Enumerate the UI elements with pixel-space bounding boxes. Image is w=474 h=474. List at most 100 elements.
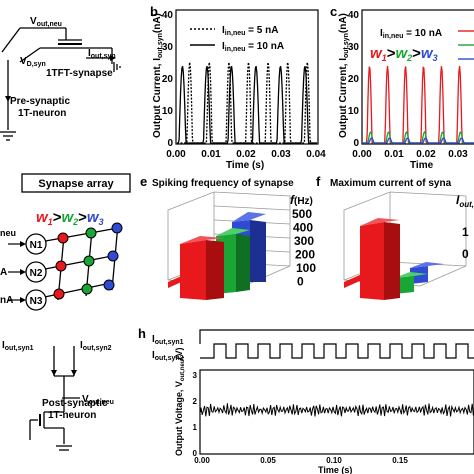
b-legend: Iin,neu = 5 nA Iin,neu = 10 nA	[190, 25, 284, 53]
n3-arrow-icon	[20, 297, 26, 303]
d-input-arrows	[8, 244, 22, 300]
synapse-node	[54, 289, 64, 299]
h-y-tick-label: 2	[193, 397, 198, 406]
b-x-tick-label: 0.02	[236, 149, 256, 160]
c-traces	[363, 66, 474, 143]
h-pulse-syn2	[200, 344, 474, 358]
synapse-node	[84, 256, 94, 266]
c-y-tick-label: 0	[353, 138, 359, 149]
e-tick-labels: 5004003002001000	[292, 207, 316, 289]
n1-arrow-icon	[20, 241, 26, 247]
a-pre-label-2: 1T-neuron	[18, 108, 66, 119]
h-x-tick-label: 0.10	[326, 456, 342, 465]
b-y-tick-label: 20	[162, 74, 174, 85]
a-vout-neu-label: Vout,neu	[30, 16, 62, 28]
e-tick-label: 500	[292, 207, 312, 221]
c-weight-order: w1>w2>w3	[370, 45, 438, 63]
e-tick-label: 300	[294, 234, 314, 248]
f-title: Maximum current of syna	[330, 178, 452, 189]
synapse-node	[56, 261, 66, 271]
g-post-label-1: Post-synaptic	[42, 398, 108, 409]
g-i-syn2-label: Iout,syn2	[80, 340, 112, 352]
syn2-arrow-icon	[71, 370, 77, 376]
panel-a-circuit	[0, 28, 120, 140]
h-ylabel: Output Voltage, Vout,neu(V)	[174, 347, 186, 456]
c-x-tick-label: 0.01	[384, 149, 404, 160]
f-tick-1: 1	[462, 225, 469, 239]
b-trace-5na	[177, 62, 317, 143]
c-y-tick-label: 40	[348, 10, 360, 21]
n2-arrow-icon	[20, 269, 26, 275]
neuron-n2-label: N2	[30, 268, 43, 279]
b-legend-item-1: Iin,neu = 5 nA	[222, 25, 278, 37]
e-title: Spiking frequency of synapse	[152, 178, 294, 189]
c-ylabel: Output Current, Iout,syn(nA)	[338, 13, 350, 138]
e-tick-label: 0	[297, 275, 304, 289]
e-panel-letter: e	[140, 174, 147, 189]
d-a-fragment: A	[0, 267, 7, 278]
b-x-tick-label: 0.01	[201, 149, 221, 160]
c-y-tick-label: 20	[348, 74, 360, 85]
h-ticks: 32100.000.050.100.15	[193, 371, 409, 465]
syn1-arrow-icon	[51, 370, 57, 376]
f-bars	[344, 218, 444, 300]
e-axis-label: f(Hz)	[290, 193, 313, 207]
e-tick-label: 400	[293, 221, 313, 235]
f-bar-red	[360, 218, 400, 300]
d-neu-fragment: neu	[0, 228, 16, 238]
synapse-node	[82, 284, 92, 294]
synapse-node	[108, 251, 118, 261]
synapse-node	[58, 233, 68, 243]
b-traces	[177, 62, 317, 143]
b-x-tick-label: 0.03	[271, 149, 291, 160]
b-y-tick-label: 0	[167, 138, 173, 149]
f-tick-0: 0	[462, 247, 469, 261]
c-x-tick-label: 0.00	[352, 149, 372, 160]
d-synapse-nodes	[54, 223, 122, 299]
d-neurons: N1 N2 N3	[26, 234, 46, 310]
neuron-n1-label: N1	[30, 240, 43, 251]
b-xlabel: Time (s)	[226, 160, 264, 171]
c-trace-w1	[363, 66, 474, 143]
h-pulse-syn1	[200, 330, 474, 344]
neuron-n3-label: N3	[30, 296, 43, 307]
h-y-tick-label: 3	[193, 371, 198, 380]
b-y-tick-label: 40	[162, 10, 174, 21]
panel-h-plot: 32100.000.050.100.15	[193, 370, 474, 465]
h-x-tick-label: 0.00	[194, 456, 210, 465]
b-y-tick-label: 10	[162, 106, 174, 117]
g-i-syn1-label: Iout,syn1	[2, 340, 34, 352]
b-legend-item-2: Iin,neu = 10 nA	[222, 41, 284, 53]
e-bar-red	[180, 236, 224, 300]
f-axis-label: Iout,syn	[456, 193, 474, 209]
f-panel-letter: f	[316, 174, 321, 189]
h-xlabel: Time (s)	[318, 465, 352, 474]
b-x-tick-label: 0.04	[306, 149, 326, 160]
c-x-tick-label: 0.02	[416, 149, 436, 160]
h-x-tick-label: 0.05	[260, 456, 276, 465]
h-panel-letter: h	[138, 326, 146, 341]
h-voltage-line	[201, 403, 473, 416]
d-title: Synapse array	[38, 178, 114, 190]
d-na-fragment: nA	[0, 295, 13, 306]
e-tick-label: 200	[295, 248, 315, 262]
e-tick-label: 100	[296, 261, 316, 275]
d-weight-order: w1>w2>w3	[36, 209, 104, 227]
c-panel-letter: c	[330, 4, 337, 19]
c-legend-current: Iin,neu = 10 nA	[380, 28, 442, 40]
e-bars	[168, 212, 266, 300]
synapse-node	[104, 280, 114, 290]
c-y-tick-label: 10	[348, 106, 360, 117]
g-post-label-2: 1T-neuron	[48, 410, 96, 421]
synapse-node	[112, 223, 122, 233]
h-voltage-trace	[201, 403, 473, 416]
a-vd-syn-label: VD,syn	[20, 56, 46, 68]
b-ylabel: Output Current, Iout,syn(nA)	[152, 13, 164, 138]
c-legend: Iin,neu = 10 nA w1>w2>w3	[370, 28, 474, 63]
synapse-node	[86, 228, 96, 238]
h-i-syn1-label: Iout,syn1	[152, 334, 184, 346]
a-pre-label-1: Pre-synaptic	[10, 96, 70, 107]
c-x-tick-label: 0.03	[448, 149, 468, 160]
h-y-tick-label: 1	[193, 423, 198, 432]
